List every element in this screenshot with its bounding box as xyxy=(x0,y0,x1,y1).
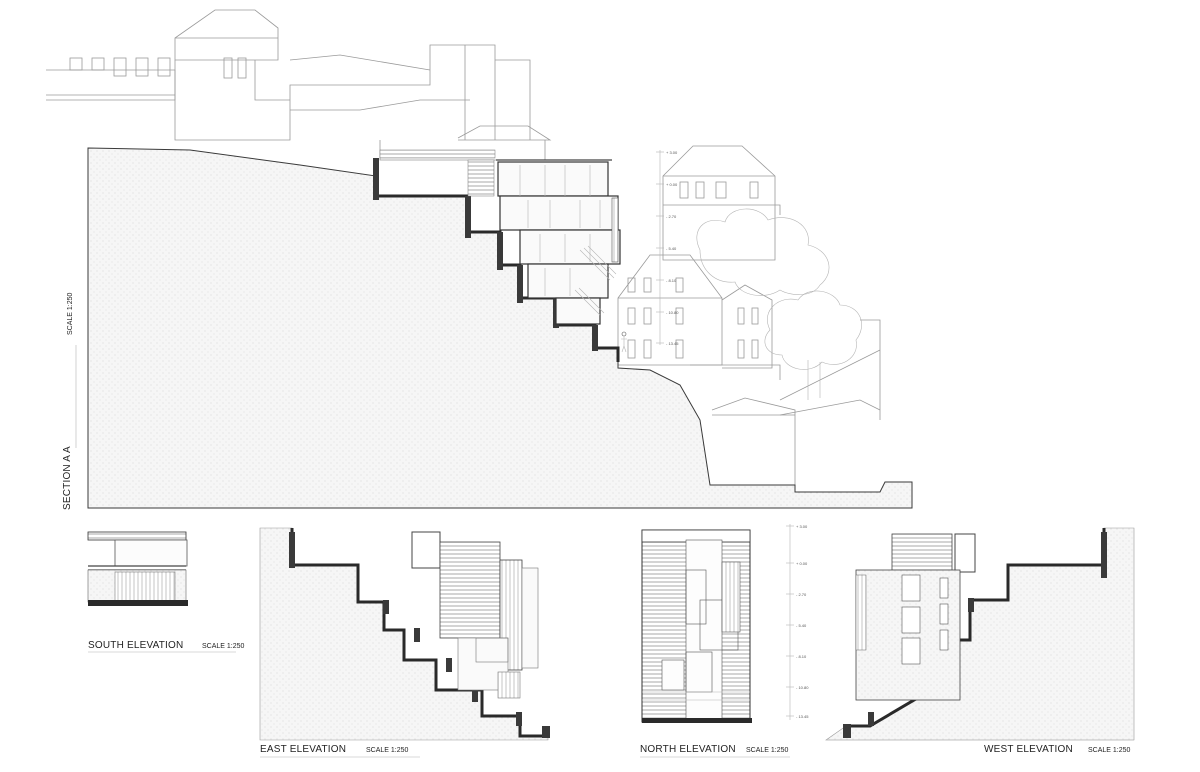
east-cut-line xyxy=(290,528,548,738)
section-level-label: - 5.40 xyxy=(666,246,677,251)
south-elevation: SOUTH ELEVATION SCALE 1:250 xyxy=(87,531,245,653)
north-level-label: - 8.10 xyxy=(796,654,807,659)
north-level-label: - 13.45 xyxy=(796,714,809,719)
north-level-label: - 10.80 xyxy=(796,685,809,690)
background-buildings xyxy=(46,9,552,161)
west-cut-line xyxy=(844,528,1106,738)
person-figure xyxy=(621,331,627,353)
north-level-label: - 2.70 xyxy=(796,592,807,597)
south-elevation-title: SOUTH ELEVATION xyxy=(88,640,183,651)
east-elevation-scale: SCALE 1:250 xyxy=(366,747,409,754)
north-elevation-title: NORTH ELEVATION xyxy=(640,744,736,755)
section-level-label: - 10.80 xyxy=(666,310,679,315)
section-level-label: - 13.45 xyxy=(666,341,679,346)
section-level-label: + 0.00 xyxy=(666,182,678,187)
north-level-label: + 0.00 xyxy=(796,561,808,566)
west-elevation-title: WEST ELEVATION xyxy=(984,744,1073,755)
section-level-markers: + 3.00 + 0.00 - 2.70 - 5.40 - 8.10 - 10.… xyxy=(656,150,679,346)
section-level-label: + 3.00 xyxy=(666,150,678,155)
section-title: SECTION A A xyxy=(62,446,73,510)
north-level-label: - 5.40 xyxy=(796,623,807,628)
window-row xyxy=(69,57,247,79)
north-level-markers: + 3.00 + 0.00 - 2.70 - 5.40 - 8.10 - 10.… xyxy=(786,524,809,720)
east-elevation-title: EAST ELEVATION xyxy=(260,744,346,755)
section-scale: SCALE 1:250 xyxy=(67,292,74,335)
house-section xyxy=(379,149,621,325)
section-aa: + 3.00 + 0.00 - 2.70 - 5.40 - 8.10 - 10.… xyxy=(46,9,913,510)
east-elevation: EAST ELEVATION SCALE 1:250 xyxy=(259,527,550,758)
north-elevation: + 3.00 + 0.00 - 2.70 - 5.40 - 8.10 - 10.… xyxy=(640,524,809,758)
west-elevation-scale: SCALE 1:250 xyxy=(1088,747,1131,754)
section-level-label: - 2.70 xyxy=(666,214,677,219)
north-level-label: + 3.00 xyxy=(796,524,808,529)
west-house-body xyxy=(855,533,976,701)
south-elevation-scale: SCALE 1:250 xyxy=(202,643,245,650)
east-house-body xyxy=(411,531,539,699)
north-elevation-scale: SCALE 1:250 xyxy=(746,747,789,754)
west-elevation: WEST ELEVATION SCALE 1:250 xyxy=(825,527,1135,755)
section-level-label: - 8.10 xyxy=(666,278,677,283)
